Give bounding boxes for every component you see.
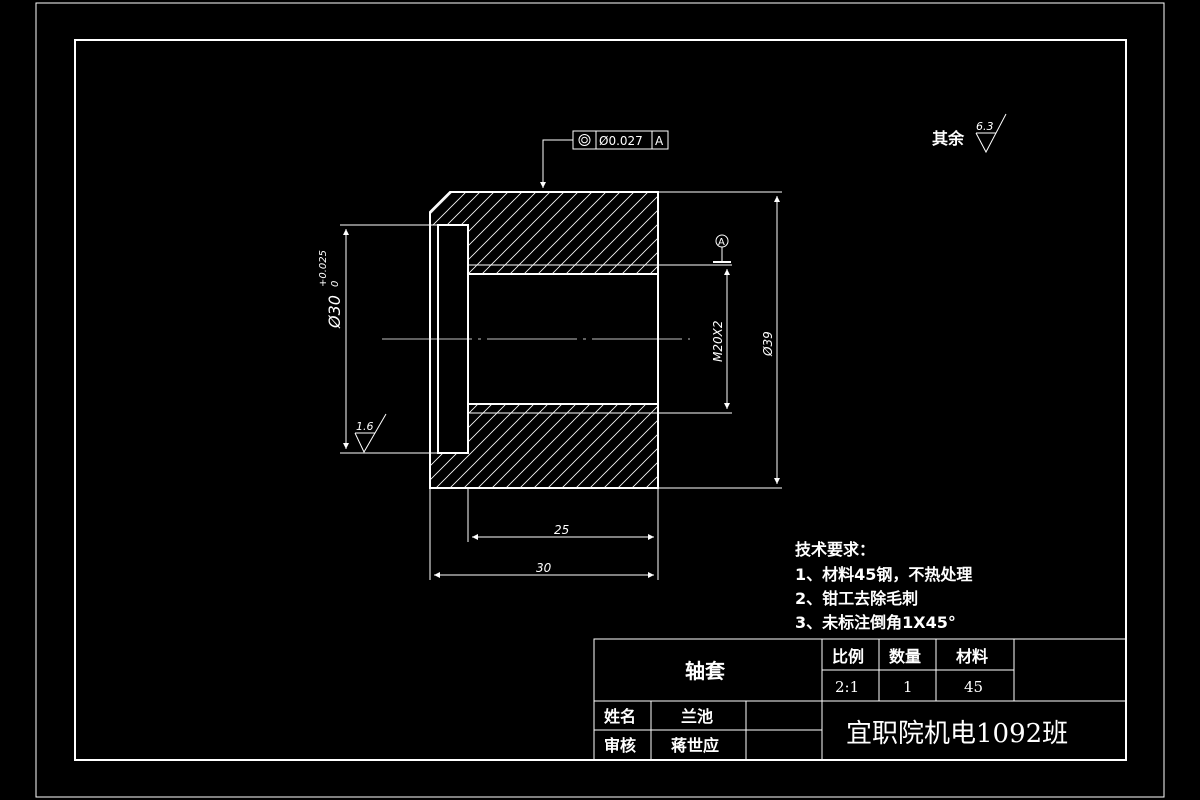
name-value: 兰池: [681, 707, 713, 726]
dim-length-total: 30: [429, 488, 654, 580]
geometric-tolerance-frame: Ø0.027 A: [540, 130, 669, 188]
roughness-bore-value: 1.6: [356, 420, 374, 433]
material-value: 45: [964, 678, 983, 696]
bore-tol-upper: +0.025: [318, 250, 329, 287]
dim-outer-diameter: Ø39: [658, 191, 782, 489]
technical-requirements: 技术要求： 1、材料45钢，不热处理 2、钳工去除毛刺 3、未标注倒角1X45°: [795, 540, 972, 632]
part-section: [382, 191, 690, 489]
dim-bore-diameter: Ø30 +0.025 0: [318, 224, 436, 454]
thread-label: M20X2: [711, 321, 725, 362]
tolerance-datum: A: [655, 134, 664, 148]
roughness-bore: 1.6: [354, 413, 387, 454]
bore-diameter-label: Ø30: [325, 295, 344, 329]
lower-left-hatch: [430, 453, 468, 488]
roughness-symbol-icon: [354, 413, 387, 454]
quantity-value: 1: [903, 678, 913, 696]
roughness-rest-value: 6.3: [976, 120, 994, 133]
outer-diameter-label: Ø39: [761, 331, 775, 357]
tech-req-item: 3、未标注倒角1X45°: [795, 613, 956, 632]
tech-req-item: 2、钳工去除毛刺: [795, 589, 918, 608]
length-total-label: 30: [536, 561, 552, 575]
roughness-rest-prefix: 其余: [932, 129, 965, 148]
material-label: 材料: [956, 647, 988, 666]
length-inner-label: 25: [554, 523, 569, 537]
datum-a-symbol: A: [713, 234, 731, 263]
tech-req-heading: 技术要求：: [795, 540, 875, 559]
bore-tol-lower: 0: [330, 281, 341, 287]
tech-req-item: 1、材料45钢，不热处理: [795, 565, 972, 584]
quantity-label: 数量: [889, 647, 921, 666]
scale-label: 比例: [832, 647, 864, 666]
name-label: 姓名: [604, 707, 636, 726]
review-value: 蒋世应: [671, 736, 719, 755]
tolerance-value: Ø0.027: [599, 134, 643, 148]
lower-hatch: [468, 404, 658, 488]
part-name: 轴套: [685, 659, 725, 683]
counterbore-outline: [437, 224, 469, 454]
upper-hatch: [468, 192, 658, 274]
dim-thread: M20X2: [658, 264, 732, 414]
roughness-symbol-icon: [975, 113, 1007, 154]
datum-label: A: [718, 237, 725, 248]
roughness-rest: 其余 6.3: [932, 113, 1007, 154]
concentricity-icon: [578, 134, 591, 146]
upper-left-hatch: [430, 192, 468, 225]
review-label: 审核: [604, 736, 636, 755]
outer-border: [35, 2, 1165, 798]
scale-value: 2:1: [835, 678, 859, 696]
dim-length-inner: 25: [467, 488, 659, 580]
organization: 宜职院机电1092班: [846, 719, 1068, 749]
title-block: 轴套 比例 数量 材料 2:1 1 45 姓名 兰池 审核 蒋世应 宜职院机电1…: [593, 638, 1127, 761]
